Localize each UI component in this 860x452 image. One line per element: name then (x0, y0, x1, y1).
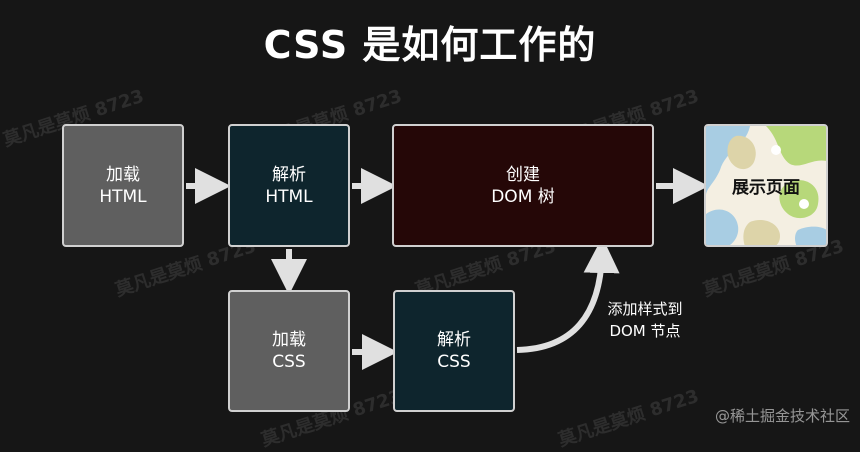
node-line1: 创建 (506, 164, 540, 185)
node-parse-html: 解析 HTML (228, 124, 350, 247)
node-line2: CSS (272, 352, 306, 372)
node-line1: 解析 (272, 164, 306, 185)
node-line2: HTML (265, 186, 313, 207)
node-line2: CSS (437, 352, 471, 372)
page-illustration (706, 126, 826, 245)
node-line1: 加载 (106, 164, 140, 185)
edge-label-line1: 添加样式到 (607, 300, 683, 318)
page-title: CSS 是如何工作的 (263, 23, 597, 67)
site-credit: @稀土掘金技术社区 (714, 407, 850, 425)
node-line2: HTML (99, 186, 147, 207)
node-show-page: 展示页面 (704, 124, 828, 247)
edge-label-add-style: 添加样式到 DOM 节点 (600, 298, 690, 342)
node-line2: DOM 树 (491, 186, 555, 207)
flow-arrows (186, 168, 709, 370)
node-line1: 加载 (272, 330, 306, 350)
node-load-css: 加载 CSS (228, 290, 350, 412)
node-create-dom: 创建 DOM 树 (392, 124, 654, 247)
node-label: 展示页面 (732, 178, 800, 198)
node-parse-css: 解析 CSS (393, 290, 515, 412)
arrow-parse-css-to-dom (516, 237, 620, 353)
node-load-html: 加载 HTML (62, 124, 184, 247)
edge-label-line2: DOM 节点 (609, 322, 681, 340)
node-line1: 解析 (437, 330, 471, 350)
